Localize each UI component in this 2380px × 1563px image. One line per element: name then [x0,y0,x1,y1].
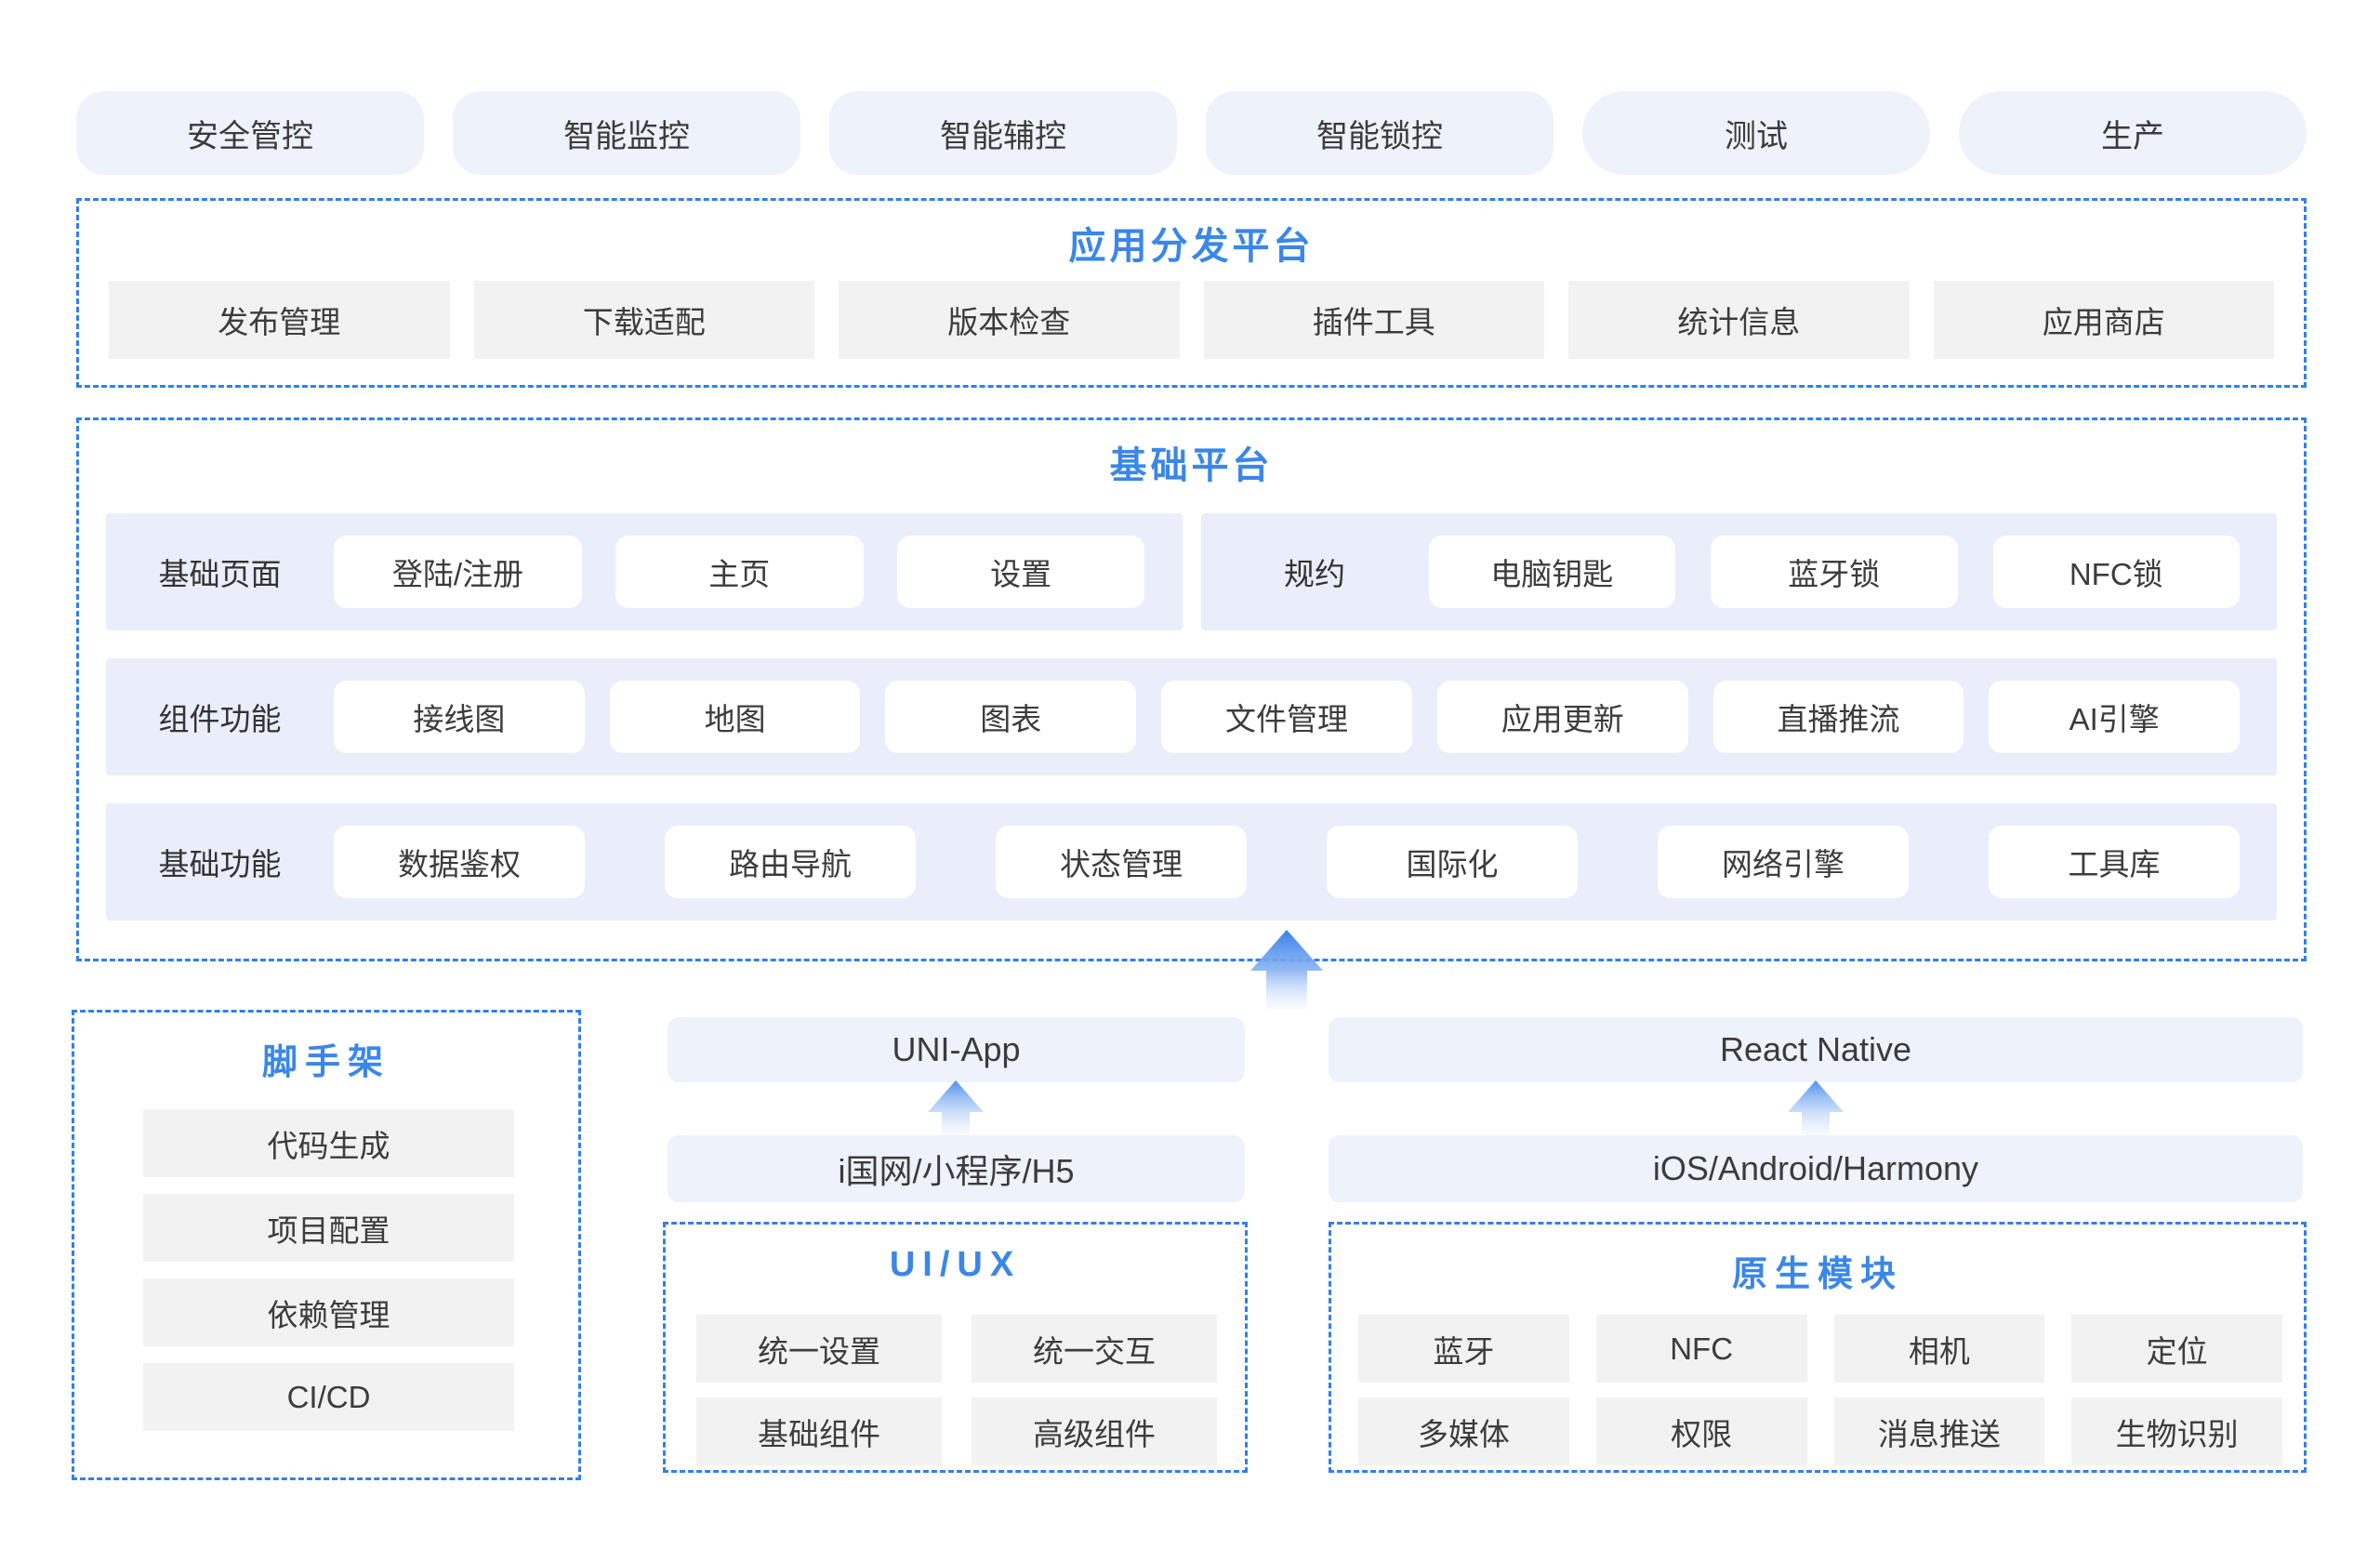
app-distribution-item: 版本检查 [839,281,1180,359]
scaffold-item: 依赖管理 [143,1278,514,1346]
uiux-items: 统一设置统一交互基础组件高级组件 [696,1315,1217,1465]
up-arrow-icon [928,1080,984,1134]
native-platforms-bar: iOS/Android/Harmony [1329,1135,2303,1202]
environment-pills: 安全管控智能监控智能辅控智能锁控测试生产 [76,91,2307,175]
base-platform-row-components: 组件功能 接线图地图图表文件管理应用更新直播推流 AI引擎 [106,658,2277,775]
uiux-title: UI/UX [889,1245,1022,1284]
component-card: AI引擎 [1989,681,2241,753]
native-module-item: 生物识别 [2071,1397,2282,1465]
native-module-item: 蓝牙 [1358,1315,1569,1383]
app-distribution-items: 发布管理下载适配版本检查插件工具统计信息应用商店 [109,281,2274,359]
component-card: 地图 [609,681,861,753]
environment-pill: 测试 [1582,91,1930,175]
protocol-card: NFC锁 [1992,536,2240,608]
uniapp-platforms-bar: i国网/小程序/H5 [668,1135,1245,1202]
environment-pill: 智能监控 [453,91,800,175]
foundation-card: 路由导航 [665,826,916,898]
component-panel: 组件功能 接线图地图图表文件管理应用更新直播推流 AI引擎 [106,658,2277,775]
scaffold-item: 代码生成 [143,1109,514,1177]
component-card: 文件管理 [1161,681,1412,753]
component-cards: 接线图地图图表文件管理应用更新直播推流 AI引擎 [334,681,2241,753]
native-module-item: 权限 [1595,1397,1807,1465]
scaffold-title: 脚手架 [261,1043,390,1082]
protocol-card: 电脑钥匙 [1428,536,1675,608]
app-distribution-title: 应用分发平台 [1068,226,1315,267]
app-distribution-item: 统计信息 [1568,281,1910,359]
foundation-card: 网络引擎 [1658,826,1909,898]
app-distribution-section: 应用分发平台 发布管理下载适配版本检查插件工具统计信息应用商店 [76,198,2307,388]
uniapp-framework-bar: UNI-App [668,1017,1245,1082]
foundation-label: 基础功能 [158,847,282,881]
native-modules-title: 原生模块 [1731,1255,1903,1294]
uiux-item: 基础组件 [696,1397,942,1465]
foundation-card: 国际化 [1327,826,1578,898]
protocol-panel: 规约 电脑钥匙蓝牙锁 NFC锁 [1200,513,2277,630]
native-module-item: NFC [1595,1315,1807,1383]
uiux-section: UI/UX 统一设置统一交互基础组件高级组件 [663,1222,1248,1473]
scaffold-section: 脚手架 代码生成项目配置依赖管理 CI/CD [72,1010,581,1480]
base-pages-cards: 登陆/注册主页设置 [334,536,1145,608]
foundation-panel: 基础功能 数据鉴权 路由导航 状态管理 国际化 网络引擎 工具库 [106,803,2277,921]
scaffold-item: CI/CD [143,1363,514,1431]
protocol-card: 蓝牙锁 [1711,536,1958,608]
base-platform-section: 基础平台 基础页面 登陆/注册主页设置 规约 电脑钥匙蓝牙锁 NFC锁 组件功能 … [76,417,2307,961]
base-platform-row-foundation: 基础功能 数据鉴权 路由导航 状态管理 国际化 网络引擎 工具库 [106,803,2277,921]
uiux-item: 高级组件 [972,1397,1217,1465]
foundation-card: 数据鉴权 [334,826,585,898]
scaffold-items: 代码生成项目配置依赖管理 CI/CD [143,1109,514,1431]
up-arrow-icon [1250,930,1323,1010]
base-pages-label: 基础页面 [158,557,282,591]
base-platform-title: 基础平台 [1109,445,1274,486]
component-label: 组件功能 [158,702,282,736]
native-module-item: 定位 [2071,1315,2282,1383]
base-pages-card: 登陆/注册 [334,536,582,608]
uiux-item: 统一交互 [972,1315,1217,1383]
base-platform-row-pages: 基础页面 登陆/注册主页设置 规约 电脑钥匙蓝牙锁 NFC锁 [106,513,2277,630]
app-distribution-item: 发布管理 [109,281,450,359]
component-card: 图表 [885,681,1137,753]
base-pages-card: 设置 [896,536,1145,608]
up-arrow-icon [1788,1080,1844,1134]
environment-pill: 生产 [1959,91,2307,175]
foundation-cards: 数据鉴权 路由导航 状态管理 国际化 网络引擎 工具库 [334,826,2240,898]
environment-pill: 安全管控 [76,91,424,175]
environment-pill: 智能辅控 [829,91,1177,175]
uiux-item: 统一设置 [696,1315,942,1383]
protocol-cards: 电脑钥匙蓝牙锁 NFC锁 [1428,536,2240,608]
app-distribution-item: 应用商店 [1933,281,2274,359]
base-pages-panel: 基础页面 登陆/注册主页设置 [106,513,1183,630]
native-modules-section: 原生模块 蓝牙 NFC 相机定位多媒体权限消息推送生物识别 [1329,1222,2307,1473]
foundation-card: 状态管理 [996,826,1247,898]
scaffold-item: 项目配置 [143,1194,514,1262]
base-platform-rows: 基础页面 登陆/注册主页设置 规约 电脑钥匙蓝牙锁 NFC锁 组件功能 接线图地图… [106,513,2277,948]
environment-pill: 智能锁控 [1206,91,1554,175]
native-module-item: 消息推送 [1833,1397,2045,1465]
native-modules-items: 蓝牙 NFC 相机定位多媒体权限消息推送生物识别 [1358,1315,2282,1465]
react-native-framework-bar: React Native [1329,1017,2303,1082]
native-module-item: 相机 [1833,1315,2045,1383]
component-card: 直播推流 [1712,681,1964,753]
app-distribution-item: 插件工具 [1203,281,1544,359]
protocol-label: 规约 [1284,557,1345,591]
base-pages-card: 主页 [615,536,864,608]
app-distribution-item: 下载适配 [473,281,814,359]
native-module-item: 多媒体 [1358,1397,1569,1465]
component-card: 接线图 [334,681,585,753]
component-card: 应用更新 [1436,681,1688,753]
foundation-card: 工具库 [1989,826,2240,898]
